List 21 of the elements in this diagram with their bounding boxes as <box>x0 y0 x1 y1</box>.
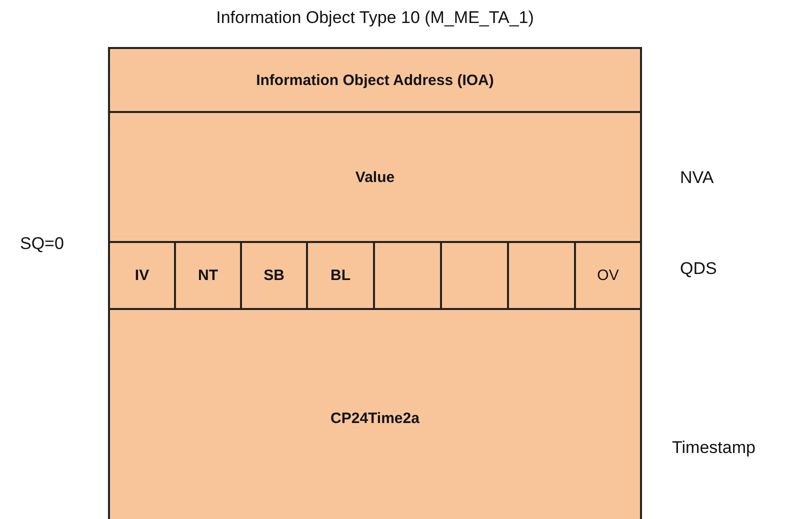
field-box <box>108 111 642 243</box>
field-label: IV <box>134 267 150 284</box>
diagram-title: Information Object Type 10 (M_ME_TA_1) <box>216 8 534 28</box>
field-label: Value <box>355 168 395 186</box>
side-label: Timestamp <box>672 438 756 458</box>
field-label: CP24Time2a <box>330 410 420 426</box>
field-box <box>108 47 642 113</box>
field-label: Information Object Address (IOA) <box>256 72 494 88</box>
field-box <box>574 241 642 310</box>
field-label: OV <box>597 267 619 284</box>
side-label: SQ=0 <box>20 234 64 254</box>
field-box <box>174 241 242 310</box>
field-box <box>240 241 308 310</box>
field-box <box>108 308 642 519</box>
field-label: SB <box>264 267 284 284</box>
side-label: QDS <box>680 259 717 279</box>
side-label: NVA <box>680 168 714 188</box>
field-box <box>108 241 176 310</box>
field-label: NT <box>198 267 218 284</box>
field-box <box>306 241 375 310</box>
field-label: BL <box>330 267 350 284</box>
